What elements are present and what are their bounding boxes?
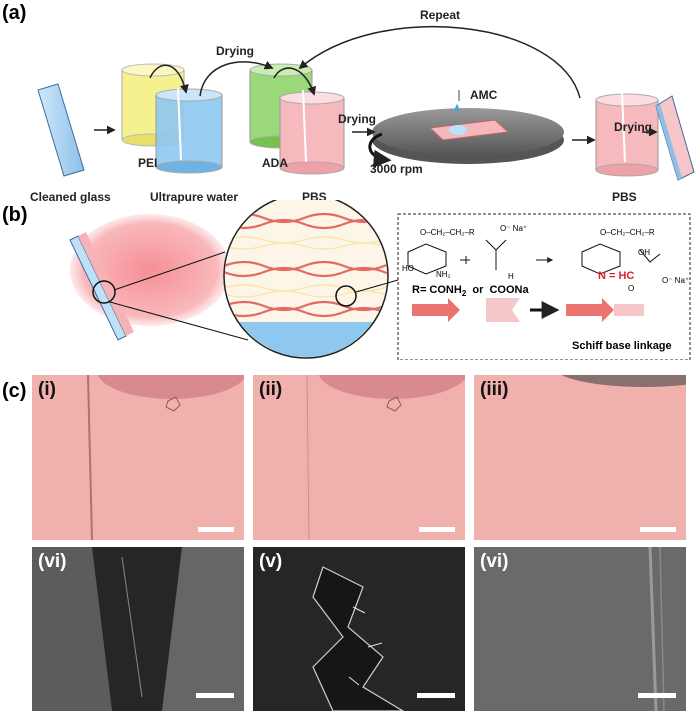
panel-a-label: (a) [2,2,27,24]
na-label-2: O⁻ Na⁺ [662,276,690,285]
r-definition: R= CONH2 or COONa [412,284,529,299]
micrograph-ii-label: (ii) [259,379,283,400]
rpm-label: 3000 rpm [370,162,423,176]
pbs-beaker-1 [279,89,345,175]
sem-image-1: (vi) [32,547,244,711]
scale-bar [419,527,455,532]
scale-bar [640,527,676,532]
ho-label: HO [402,264,414,273]
scale-bar [638,693,676,698]
o-label: O [628,284,635,293]
sem-image-1-label: (vi) [38,551,67,572]
sem-image-3: (vi) [474,547,686,711]
micrograph-i-label: (i) [38,379,56,400]
sem-image-2-label: (v) [259,551,283,572]
schiff-base-label: Schiff base linkage [572,340,672,352]
panel-b-diagram [69,200,691,360]
repeat-label: Repeat [420,8,461,22]
scale-bar [198,527,234,532]
micrograph-iii-label: (iii) [480,379,509,400]
micrograph-iii: (iii) [474,375,686,540]
spin-coater [372,90,564,164]
magnified-layers [223,200,399,359]
pbs-beaker-2 [595,91,659,177]
drying-label-1: Drying [216,44,255,58]
amc-label: AMC [470,88,498,102]
h-label: H [508,272,514,281]
chain-label-2: O–CH₂–CH₂–R [600,228,655,237]
cleaned-glass-label: Cleaned glass [30,190,111,204]
imine-label: N = HC [598,270,635,282]
panel-b-label: (b) [2,204,28,226]
coated-glass-slide [655,95,695,181]
ada-label: ADA [262,156,288,170]
drying-label-3: Drying [614,120,653,134]
na-label-1: O⁻ Na⁺ [500,224,528,233]
pbs-label-2: PBS [612,190,637,204]
pei-label: PEI [138,156,158,170]
water-beaker [155,87,223,174]
micrograph-i: (i) [32,375,244,540]
panel-a-diagram [37,25,695,181]
nh2-label: NH₂ [436,270,451,279]
panel-c-label: (c) [2,380,27,402]
drying-label-2: Drying [338,112,377,126]
chain-label-1: O–CH₂–CH₂–R [420,228,475,237]
scale-bar [417,693,455,698]
micrograph-ii: (ii) [253,375,465,540]
oh-label: OH [638,248,650,257]
cleaned-glass-slide [37,83,85,177]
sem-image-2: (v) [253,547,465,711]
sem-image-3-label: (vi) [480,551,509,572]
ultrapure-water-label: Ultrapure water [150,190,239,204]
scale-bar [196,693,234,698]
